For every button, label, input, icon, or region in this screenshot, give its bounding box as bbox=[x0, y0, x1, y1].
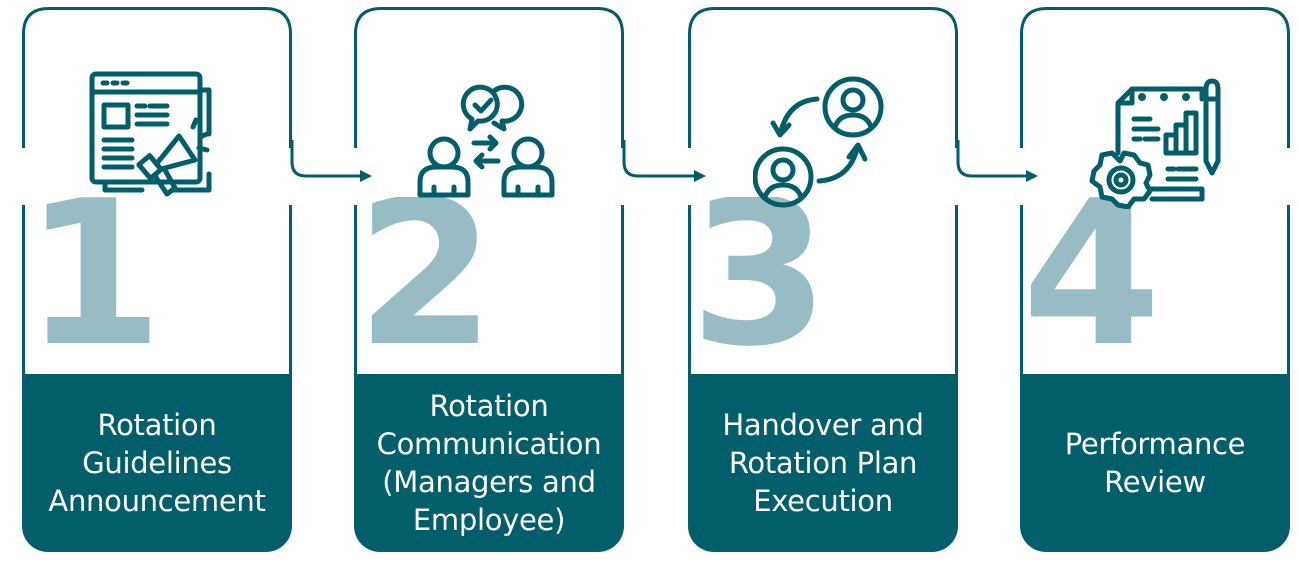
connector-arrow-1-2 bbox=[290, 140, 372, 182]
step-label: Handover and Rotation Plan Execution bbox=[722, 408, 924, 518]
card-frame bbox=[1020, 7, 1290, 377]
arrow-head-icon bbox=[1026, 170, 1038, 182]
performance-report-icon bbox=[1089, 78, 1221, 209]
step-label: Performance Review bbox=[1064, 427, 1246, 499]
step-card-4: 4 Performance Review bbox=[1020, 7, 1290, 552]
step-number: 2 bbox=[356, 197, 496, 377]
step-card-1: 1 Rotation Guidelines Announcement bbox=[22, 7, 292, 552]
step-card-3: 3 Handover and Rotation Plan Execution bbox=[688, 7, 958, 552]
step-label-panel: Performance Review bbox=[1020, 374, 1290, 552]
step-number: 4 bbox=[1022, 197, 1162, 377]
connector-arrow-2-3 bbox=[622, 140, 706, 182]
connector-arrow-3-4 bbox=[956, 140, 1038, 182]
arrow-head-icon bbox=[694, 170, 706, 182]
step-label-panel: Handover and Rotation Plan Execution bbox=[688, 374, 958, 552]
step-label-panel: Rotation Communication (Managers and Emp… bbox=[354, 374, 624, 552]
announcement-megaphone-icon bbox=[89, 71, 212, 197]
card-frame bbox=[688, 7, 958, 377]
step-number: 3 bbox=[690, 197, 830, 377]
user-rotation-swap-icon bbox=[753, 76, 884, 208]
step-number: 1 bbox=[24, 197, 164, 377]
step-label-panel: Rotation Guidelines Announcement bbox=[22, 374, 292, 552]
step-label: Rotation Guidelines Announcement bbox=[48, 408, 266, 518]
team-communication-icon bbox=[417, 84, 555, 198]
card-frame bbox=[354, 7, 624, 377]
step-label: Rotation Communication (Managers and Emp… bbox=[376, 389, 602, 537]
step-card-2: 2 Rotation Communication (Managers and E… bbox=[354, 7, 624, 552]
card-frame bbox=[22, 7, 292, 377]
arrow-head-icon bbox=[360, 170, 372, 182]
